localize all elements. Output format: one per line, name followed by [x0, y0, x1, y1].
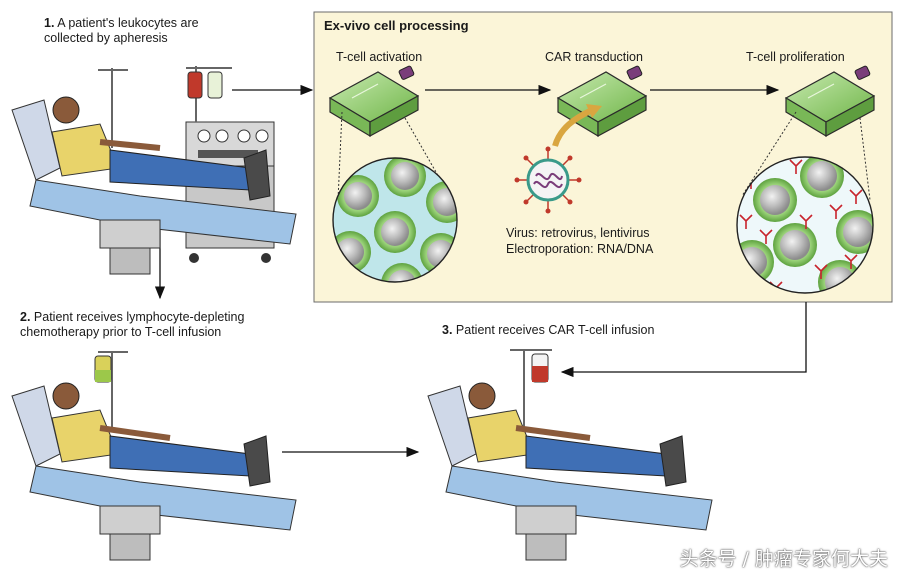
step2-number: 2. [20, 310, 31, 324]
step1-number: 1. [44, 16, 55, 30]
step2-line1: Patient receives lymphocyte-depleting [33, 310, 245, 324]
step1-caption: 1. A patient's leukocytes are collected … [44, 16, 199, 46]
watermark-text: 头条号 / 肿瘤专家何大夫 [679, 548, 888, 570]
patient-apheresis-scene [11, 66, 297, 275]
step3-caption: 3. Patient receives CAR T-cell infusion [442, 323, 654, 338]
flask-activation [328, 65, 420, 138]
label-t-cell-activation: T-cell activation [336, 50, 423, 64]
flask-proliferation [784, 65, 876, 138]
step2-caption: 2. Patient receives lymphocyte-depleting… [20, 310, 244, 340]
magnified-activation-cells [332, 157, 458, 283]
label-t-cell-proliferation: T-cell proliferation [746, 50, 845, 64]
step3-number: 3. [442, 323, 453, 337]
arrow-panel-to-infusion [560, 302, 807, 378]
label-electroporation: Electroporation: RNA/DNA [506, 242, 654, 256]
panel-title: Ex-vivo cell processing [324, 18, 469, 33]
label-virus: Virus: retrovirus, lentivirus [506, 226, 650, 240]
label-car-transduction: CAR transduction [545, 50, 643, 64]
step1-line2: collected by apheresis [44, 31, 168, 45]
patient-chemo-scene [11, 351, 297, 561]
patient-infusion-scene [427, 349, 713, 561]
step2-line2: chemotherapy prior to T-cell infusion [20, 325, 222, 339]
step3-line1: Patient receives CAR T-cell infusion [455, 323, 655, 337]
arrow-virus-to-flask [552, 107, 594, 147]
virus-icon [514, 146, 582, 214]
zoom-lines [337, 111, 871, 201]
step1-line1: A patient's leukocytes are [57, 16, 199, 30]
